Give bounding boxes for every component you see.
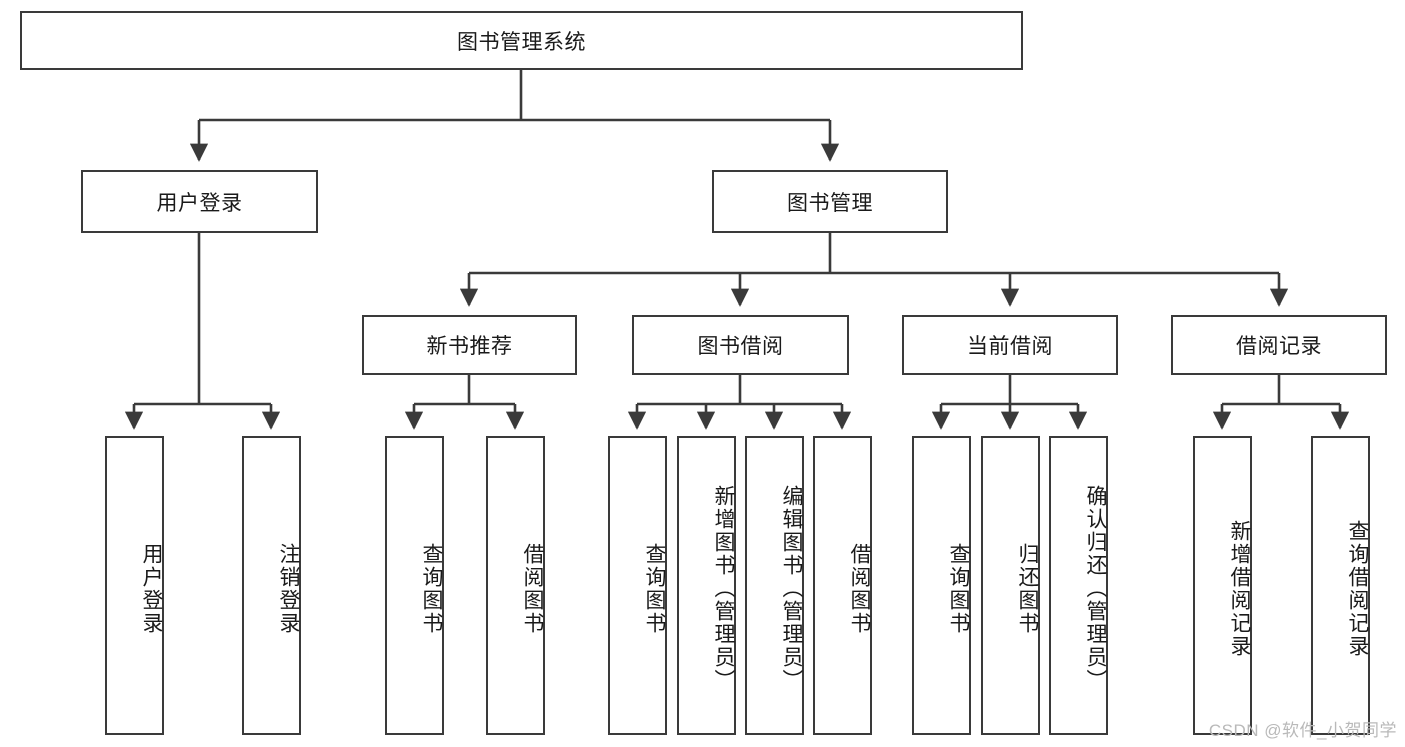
leaf-record-query-record[interactable]: 查询借阅记录 xyxy=(1311,436,1370,735)
node-book-borrow[interactable]: 图书借阅 xyxy=(632,315,849,375)
leaf-borrow-borrow-book[interactable]: 借阅图书 xyxy=(813,436,872,735)
leaf-current-return-book[interactable]: 归还图书 xyxy=(981,436,1040,735)
node-label: 新增借阅记录 xyxy=(1228,519,1251,658)
node-label: 借阅图书 xyxy=(848,542,871,635)
node-label: 借阅图书 xyxy=(521,542,544,635)
node-root-system[interactable]: 图书管理系统 xyxy=(20,11,1023,70)
node-label: 归还图书 xyxy=(1016,542,1039,635)
node-label: 注销登录 xyxy=(277,542,300,635)
node-label: 图书管理 xyxy=(787,191,873,215)
node-label: 用户登录 xyxy=(140,542,163,635)
node-label: 用户登录 xyxy=(156,191,243,215)
leaf-record-add-record[interactable]: 新增借阅记录 xyxy=(1193,436,1252,735)
node-borrow-record[interactable]: 借阅记录 xyxy=(1171,315,1387,375)
node-user-login[interactable]: 用户登录 xyxy=(81,170,318,233)
node-label: 确认归还（管理员） xyxy=(1084,485,1107,692)
node-label: 编辑图书（管理员） xyxy=(780,485,803,692)
leaf-borrow-query-book[interactable]: 查询图书 xyxy=(608,436,667,735)
node-label: 查询图书 xyxy=(420,542,443,635)
leaf-recommend-borrow-book[interactable]: 借阅图书 xyxy=(486,436,545,735)
leaf-recommend-query-book[interactable]: 查询图书 xyxy=(385,436,444,735)
watermark: CSDN @软件_小贺同学 xyxy=(1208,721,1397,740)
leaf-borrow-edit-book-admin[interactable]: 编辑图书（管理员） xyxy=(745,436,804,735)
leaf-current-query-book[interactable]: 查询图书 xyxy=(912,436,971,735)
leaf-user-login-logout[interactable]: 注销登录 xyxy=(242,436,301,735)
node-label: 当前借阅 xyxy=(967,335,1053,358)
leaf-user-login-login[interactable]: 用户登录 xyxy=(105,436,164,735)
node-label: 新书推荐 xyxy=(426,335,513,358)
leaf-current-confirm-return-admin[interactable]: 确认归还（管理员） xyxy=(1049,436,1108,735)
node-label: 查询借阅记录 xyxy=(1346,519,1369,658)
node-label: 图书借阅 xyxy=(697,335,784,358)
node-new-book-recommend[interactable]: 新书推荐 xyxy=(362,315,577,375)
node-label: 借阅记录 xyxy=(1236,335,1322,358)
node-label: 查询图书 xyxy=(947,542,970,635)
leaf-borrow-add-book-admin[interactable]: 新增图书（管理员） xyxy=(677,436,736,735)
node-book-management[interactable]: 图书管理 xyxy=(712,170,948,233)
node-label: 查询图书 xyxy=(643,542,666,635)
node-label: 新增图书（管理员） xyxy=(712,485,735,692)
node-current-borrow[interactable]: 当前借阅 xyxy=(902,315,1118,375)
node-label: 图书管理系统 xyxy=(457,30,586,54)
